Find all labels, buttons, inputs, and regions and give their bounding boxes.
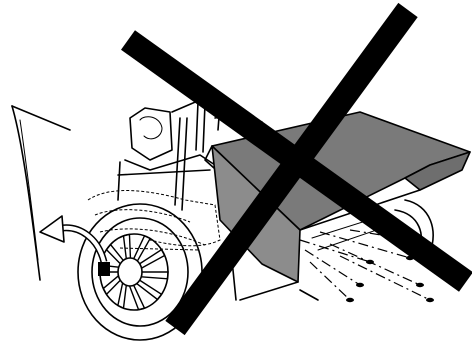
spray-particle: [426, 298, 434, 302]
wheel-spoke: [123, 234, 130, 258]
spray-particle: [356, 283, 364, 287]
wheel-spoke: [130, 285, 145, 309]
rotation-arrow-icon: [40, 216, 110, 276]
wheel-spoke: [137, 280, 162, 299]
spray-line: [310, 262, 350, 300]
spray-particle: [416, 283, 424, 287]
spray-particle: [346, 298, 354, 302]
spray-line: [305, 250, 360, 285]
wheel-spoke: [103, 276, 120, 294]
spray-line: [340, 256, 430, 300]
wheel-spoke: [118, 283, 126, 308]
discharge-chute: [205, 112, 470, 300]
wheel-spoke: [141, 272, 168, 279]
wheel-spoke: [106, 245, 123, 264]
wheel-spoke: [140, 250, 165, 268]
body-panel: [12, 106, 70, 280]
